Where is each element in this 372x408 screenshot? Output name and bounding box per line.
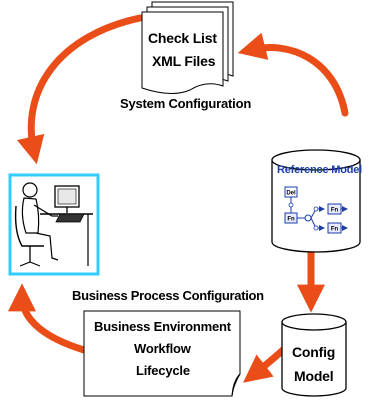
- fn-left-label: Fn: [287, 217, 295, 223]
- system-configuration-label: System Configuration: [120, 96, 252, 111]
- reference-model-title: Reference Model: [277, 164, 363, 176]
- business-process-configuration-label: Business Process Configuration: [72, 288, 264, 303]
- arrow-business-to-workstation: [8, 283, 88, 354]
- business-doc-line-2: Workflow: [134, 341, 191, 356]
- arrow-checklist-to-workstation: [16, 14, 144, 165]
- config-model-line-1: Config: [292, 344, 336, 360]
- arrow-refmodel-to-checklist: [237, 32, 349, 117]
- config-model-cylinder: [281, 313, 347, 397]
- config-model-line-2: Model: [294, 368, 334, 384]
- business-doc-line-1: Business Environment: [94, 319, 231, 334]
- fn-bottom-label: Fn: [331, 227, 339, 233]
- business-document-shape: [83, 310, 241, 397]
- del-node-label: Del: [286, 191, 296, 197]
- checklist-document-stack: [141, 1, 234, 94]
- fn-top-label: Fn: [331, 208, 339, 214]
- reference-model-process-diagram: Del Fn Fn Fn: [284, 186, 348, 234]
- business-doc-line-3: Lifecycle: [136, 363, 190, 378]
- checklist-doc-title: Check List: [148, 30, 217, 46]
- checklist-doc-subtitle: XML Files: [152, 53, 216, 69]
- arrow-config-to-business: [243, 346, 287, 383]
- workstation-user-icon: [8, 173, 100, 276]
